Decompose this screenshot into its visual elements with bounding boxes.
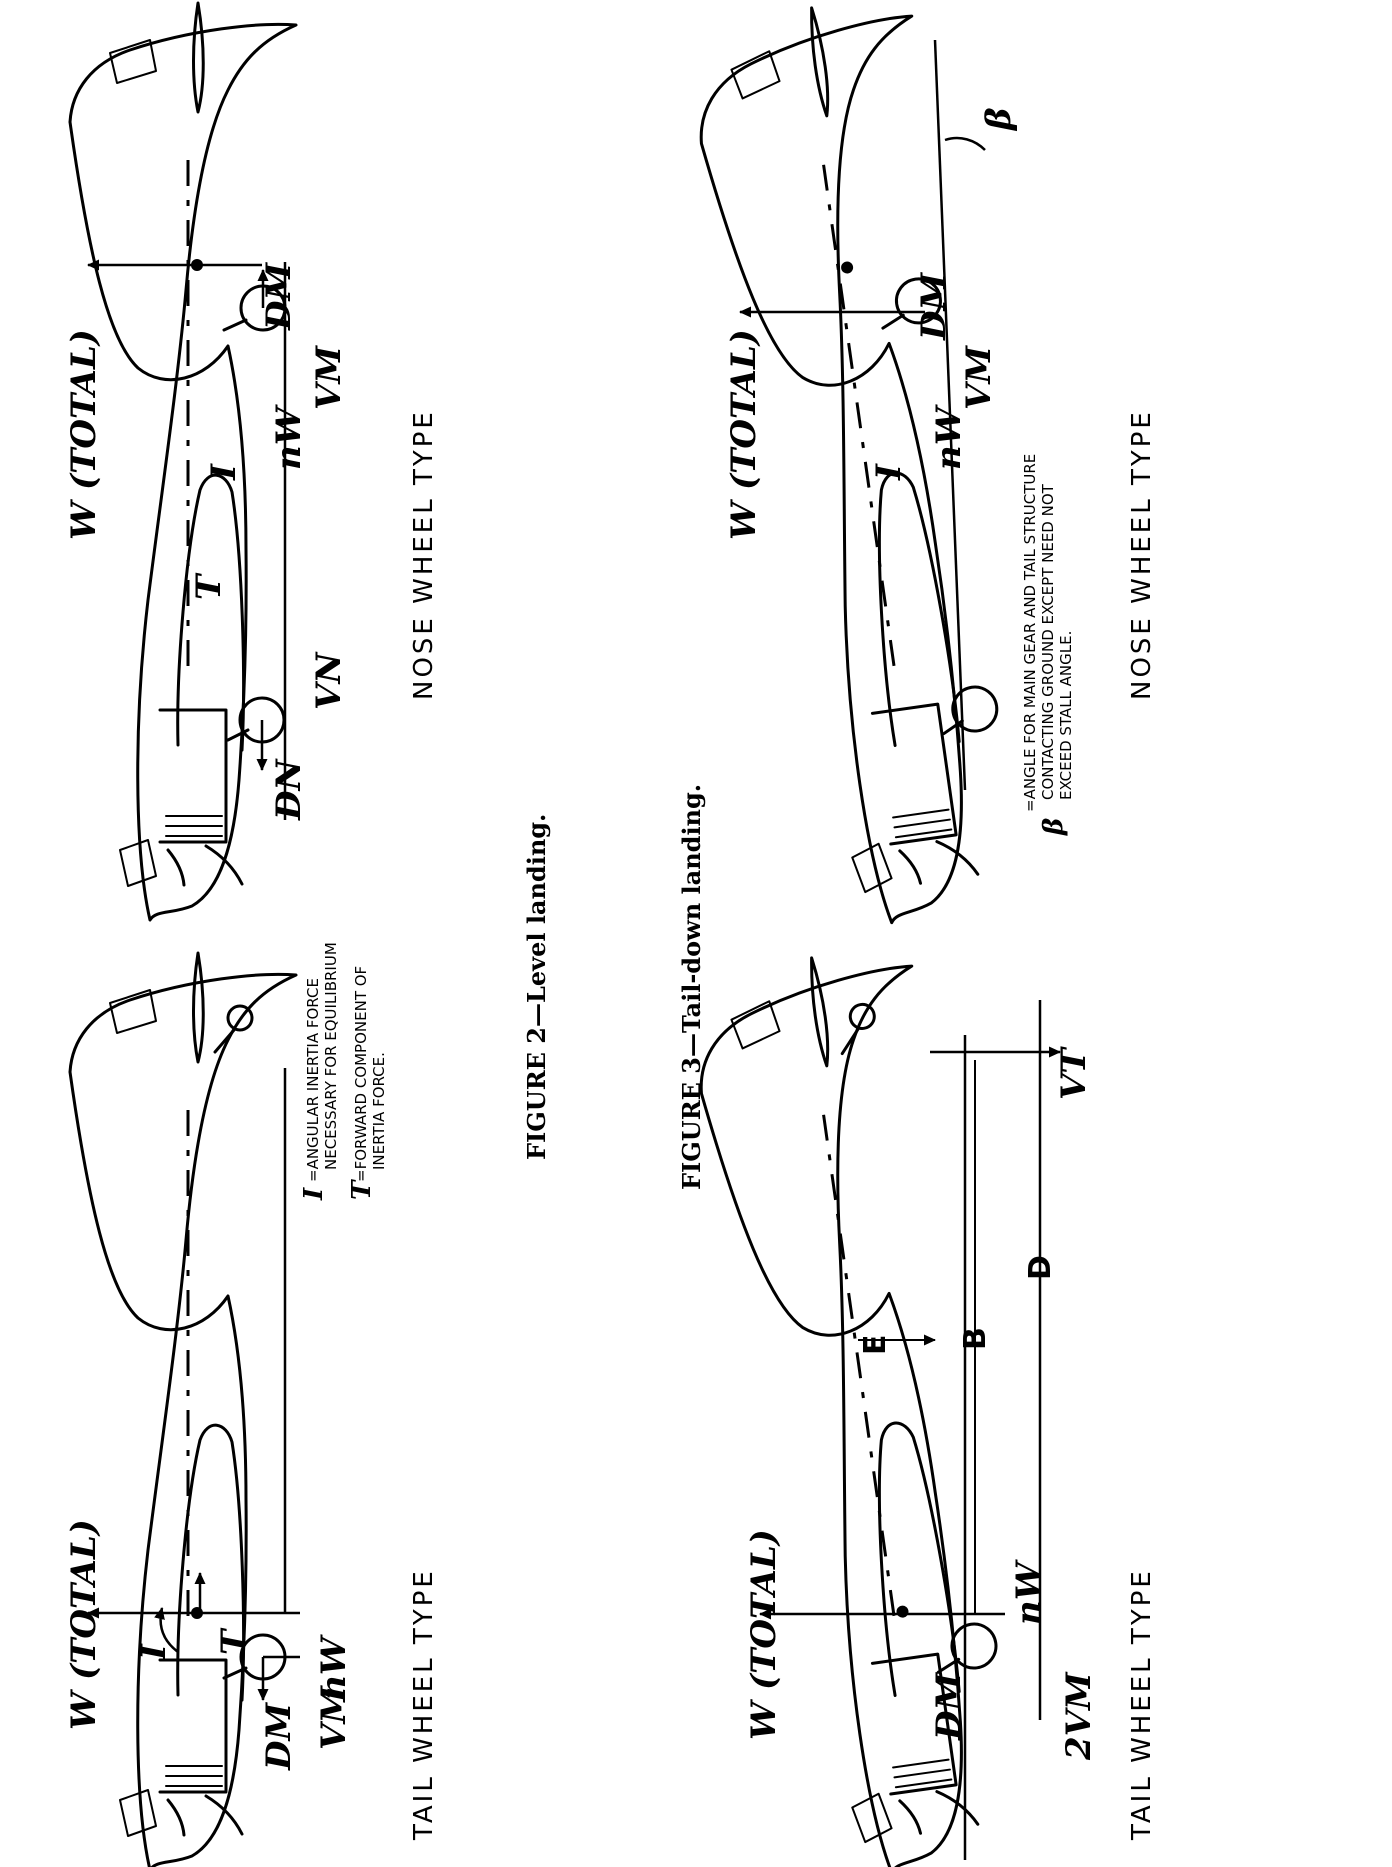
vertical-tail-label: VT (1054, 1046, 1094, 1100)
load-factor-label: nW (1009, 1559, 1049, 1625)
cg-dot (841, 261, 854, 274)
type-label: NOSE WHEEL TYPE (1127, 409, 1157, 700)
thrust-label: T (214, 1627, 254, 1655)
inertia-label: I (134, 1643, 174, 1661)
inertia-label: I (204, 463, 244, 481)
captions: FIGURE 2—Level landing. FIGURE 3—Tail-do… (522, 784, 706, 1190)
angle-label: β (979, 107, 1019, 132)
type-label: TAIL WHEEL TYPE (409, 1568, 439, 1841)
airplane-taildown-nose (683, 0, 1038, 936)
airplane-level-tail (68, 951, 300, 1867)
vertical-main-label: VM (959, 345, 999, 410)
cg-dot (896, 1605, 909, 1618)
drag-label: DM (259, 1702, 299, 1771)
legend-t-line1: =FORWARD COMPONENT OF (352, 966, 370, 1182)
angle-arc (944, 136, 986, 151)
legend-notes: I =ANGULAR INERTIA FORCE NECESSARY FOR E… (299, 942, 388, 1201)
inertia-label: I (869, 463, 909, 481)
type-label: TAIL WHEEL TYPE (1127, 1568, 1157, 1841)
dim-b-label: B (958, 1327, 993, 1350)
load-factor-label: nW (929, 404, 969, 470)
airplane-level-nose (68, 1, 298, 922)
type-label: NOSE WHEEL TYPE (409, 409, 439, 700)
beta-note: β =ANGLE FOR MAIN GEAR AND TAIL STRUCTUR… (1021, 454, 1075, 836)
tail-wheel (848, 1002, 876, 1030)
legend-t-symbol: T (347, 1179, 377, 1200)
thrust-label: T (189, 572, 229, 600)
legend-i-line1: =ANGULAR INERTIA FORCE (304, 978, 322, 1182)
weight-label: W (TOTAL) (724, 329, 764, 540)
drag-main-label: DM (259, 262, 299, 331)
tail-wheel (226, 1004, 254, 1032)
drag-main-label: DM (914, 272, 954, 341)
drag-nose-label: DN (269, 758, 309, 821)
main-wheel (894, 277, 942, 325)
dim-e-label: E (858, 1335, 893, 1356)
nose-wheel (951, 685, 999, 733)
ground-line (933, 39, 967, 791)
figure2-caption: FIGURE 2—Level landing. (522, 814, 551, 1160)
beta-line3: EXCEED STALL ANGLE. (1057, 631, 1075, 800)
panel-level-landing-nose-wheel: W (TOTAL) I T nW VM DM VN DN NOSE WHEEL … (64, 1, 439, 922)
weight-label: W (TOTAL) (744, 1529, 784, 1740)
panel-taildown-tail-wheel: W (TOTAL) nW 2VM DM VT E B D TAIL WHEEL … (683, 942, 1157, 1867)
beta-symbol: β (1039, 818, 1069, 836)
inertia-arrow (154, 1607, 179, 1653)
weight-label: W (TOTAL) (64, 1519, 104, 1730)
legend-t-line2: INERTIA FORCE. (370, 1052, 388, 1170)
dim-d-label: D (1023, 1255, 1058, 1280)
load-factor-label: nW (269, 404, 309, 470)
beta-line2: CONTACTING GROUND EXCEPT NEED NOT (1039, 483, 1057, 800)
beta-line1: =ANGLE FOR MAIN GEAR AND TAIL STRUCTURE (1021, 454, 1039, 812)
main-wheel (950, 1622, 998, 1670)
vertical-label: VM (314, 1685, 354, 1750)
legend-i-symbol: I (299, 1187, 329, 1201)
load-factor-label: nW (314, 1634, 354, 1700)
panel-taildown-nose-wheel: W (TOTAL) I nW VM DM β NOSE WHEEL TYPE (683, 0, 1157, 936)
panel-level-landing-tail-wheel: W (TOTAL) I T nW VM DM TAIL WHEEL TYPE (64, 951, 439, 1867)
airplane-taildown-tail (683, 942, 1038, 1867)
legend-i-line2: NECESSARY FOR EQUILIBRIUM (322, 942, 340, 1170)
figure3-caption: FIGURE 3—Tail-down landing. (677, 784, 706, 1190)
vertical-main-label: VM (309, 345, 349, 410)
vertical-main-label: 2VM (1059, 1671, 1099, 1761)
drag-main-label: DM (929, 1672, 969, 1741)
vertical-nose-label: VN (309, 651, 349, 710)
weight-label: W (TOTAL) (64, 329, 104, 540)
